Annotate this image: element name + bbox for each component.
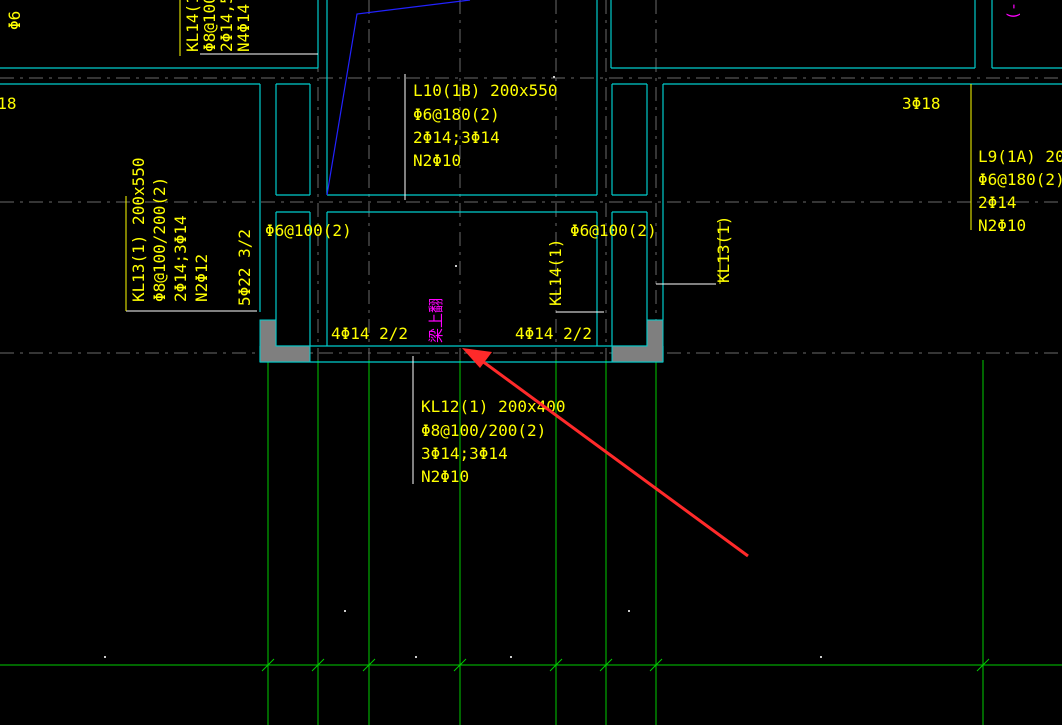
svg-text:Φ8@100/200(2): Φ8@100/200(2) [421,421,546,440]
label-beam-top-mark: 梁上翻 [427,298,445,343]
svg-text:Φ8@100/200(2): Φ8@100/200(2) [150,177,169,302]
svg-text:N2Φ12: N2Φ12 [192,254,211,302]
svg-text:2Φ14,5: 2Φ14,5 [217,0,236,52]
leader-lines [126,53,716,484]
blue-polyline [326,0,471,196]
yellow-leaders [125,0,972,311]
svg-text:KL13(1) 200x550: KL13(1) 200x550 [129,158,148,303]
svg-text:L9(1A) 200x5: L9(1A) 200x5 [978,147,1062,166]
svg-text:Φ8@100: Φ8@100 [200,0,219,52]
grid-lines [0,360,1062,725]
label-kl13-left: KL13(1) 200x550 Φ8@100/200(2) 2Φ14;3Φ14 … [129,158,211,303]
label-left-3phi18: 3Φ18 [0,94,17,113]
grid-ticks [261,658,990,672]
svg-text:L10(1B) 200x550: L10(1B) 200x550 [413,81,558,100]
label-bottom-right: 4Φ14 2/2 [515,324,592,343]
red-arrow [462,348,749,558]
column-left [259,319,311,363]
label-top-right-mark: (- [1004,2,1022,20]
svg-text:Φ6@180(2): Φ6@180(2) [978,170,1062,189]
svg-text:3Φ14;3Φ14: 3Φ14;3Φ14 [421,444,508,463]
label-stirrup-left: Φ6@100(2) [265,221,352,240]
svg-text:2Φ14;3Φ14: 2Φ14;3Φ14 [413,128,500,147]
label-kl13-right: KL13(1) [714,216,733,283]
beam-outlines [0,0,1062,363]
svg-text:2Φ14: 2Φ14 [978,193,1017,212]
svg-text:Φ6@180(2): Φ6@180(2) [413,105,500,124]
snap-dots [104,76,822,658]
label-l9: L9(1A) 200x5 Φ6@180(2) 2Φ14 N2Φ10 [978,147,1062,235]
column-right [611,319,664,363]
svg-text:N2Φ10: N2Φ10 [421,467,469,486]
label-kl14-top: KL14(1 Φ8@100 2Φ14,5 N4Φ14 [183,0,253,52]
svg-text:KL12(1) 200x400: KL12(1) 200x400 [421,397,566,416]
svg-text:N2Φ10: N2Φ10 [978,216,1026,235]
svg-text:N4Φ14: N4Φ14 [234,4,253,52]
columns [259,319,664,363]
label-right-3phi18: 3Φ18 [902,94,941,113]
label-kl14-mid: KL14(1) [546,239,565,306]
centre-lines [0,0,1062,360]
svg-text:2Φ14;3Φ14: 2Φ14;3Φ14 [171,215,190,302]
label-l10: L10(1B) 200x550 Φ6@180(2) 2Φ14;3Φ14 N2Φ1… [413,81,558,170]
label-kl12: KL12(1) 200x400 Φ8@100/200(2) 3Φ14;3Φ14 … [421,397,566,486]
label-stirrup-right: Φ6@100(2) [570,221,657,240]
label-left-bottom-bars: 5Φ22 3/2 [235,229,254,306]
svg-text:N2Φ10: N2Φ10 [413,151,461,170]
svg-text:KL14(1: KL14(1 [183,0,202,52]
label-phi6-corner: Φ6 [5,11,24,30]
label-bottom-left: 4Φ14 2/2 [331,324,408,343]
